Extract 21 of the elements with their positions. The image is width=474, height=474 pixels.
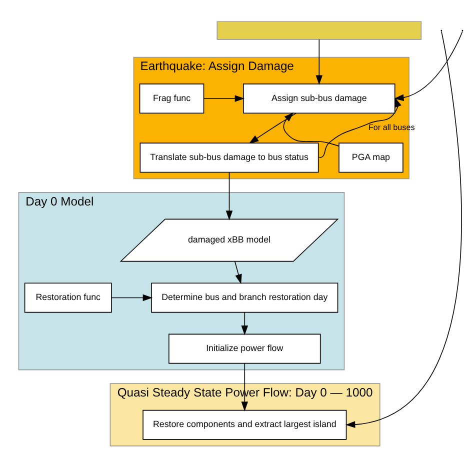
node-box: Determine bus and branch restoration day	[150, 282, 338, 313]
arrow	[203, 95, 244, 102]
arrow	[394, 30, 462, 108]
arrow	[234, 261, 242, 284]
node-box: Translate sub-bus damage to bus status	[139, 142, 318, 173]
arrow	[282, 112, 339, 146]
arrow	[248, 112, 296, 144]
arrow	[315, 39, 322, 85]
node-box	[216, 21, 422, 40]
node-box: Restore components and extract largest island	[142, 410, 346, 440]
arrow	[240, 312, 248, 336]
arrow	[344, 30, 462, 428]
node-box: Assign sub-bus damage	[242, 84, 395, 114]
arrow	[225, 172, 232, 220]
arrow	[318, 97, 401, 158]
node-box: Frag func	[138, 84, 204, 114]
node-box: Initialize power flow	[168, 334, 320, 364]
node-box: PGA map	[338, 142, 403, 173]
node-box: Restoration func	[24, 282, 112, 313]
arrow	[110, 294, 152, 302]
arrow	[240, 363, 248, 412]
